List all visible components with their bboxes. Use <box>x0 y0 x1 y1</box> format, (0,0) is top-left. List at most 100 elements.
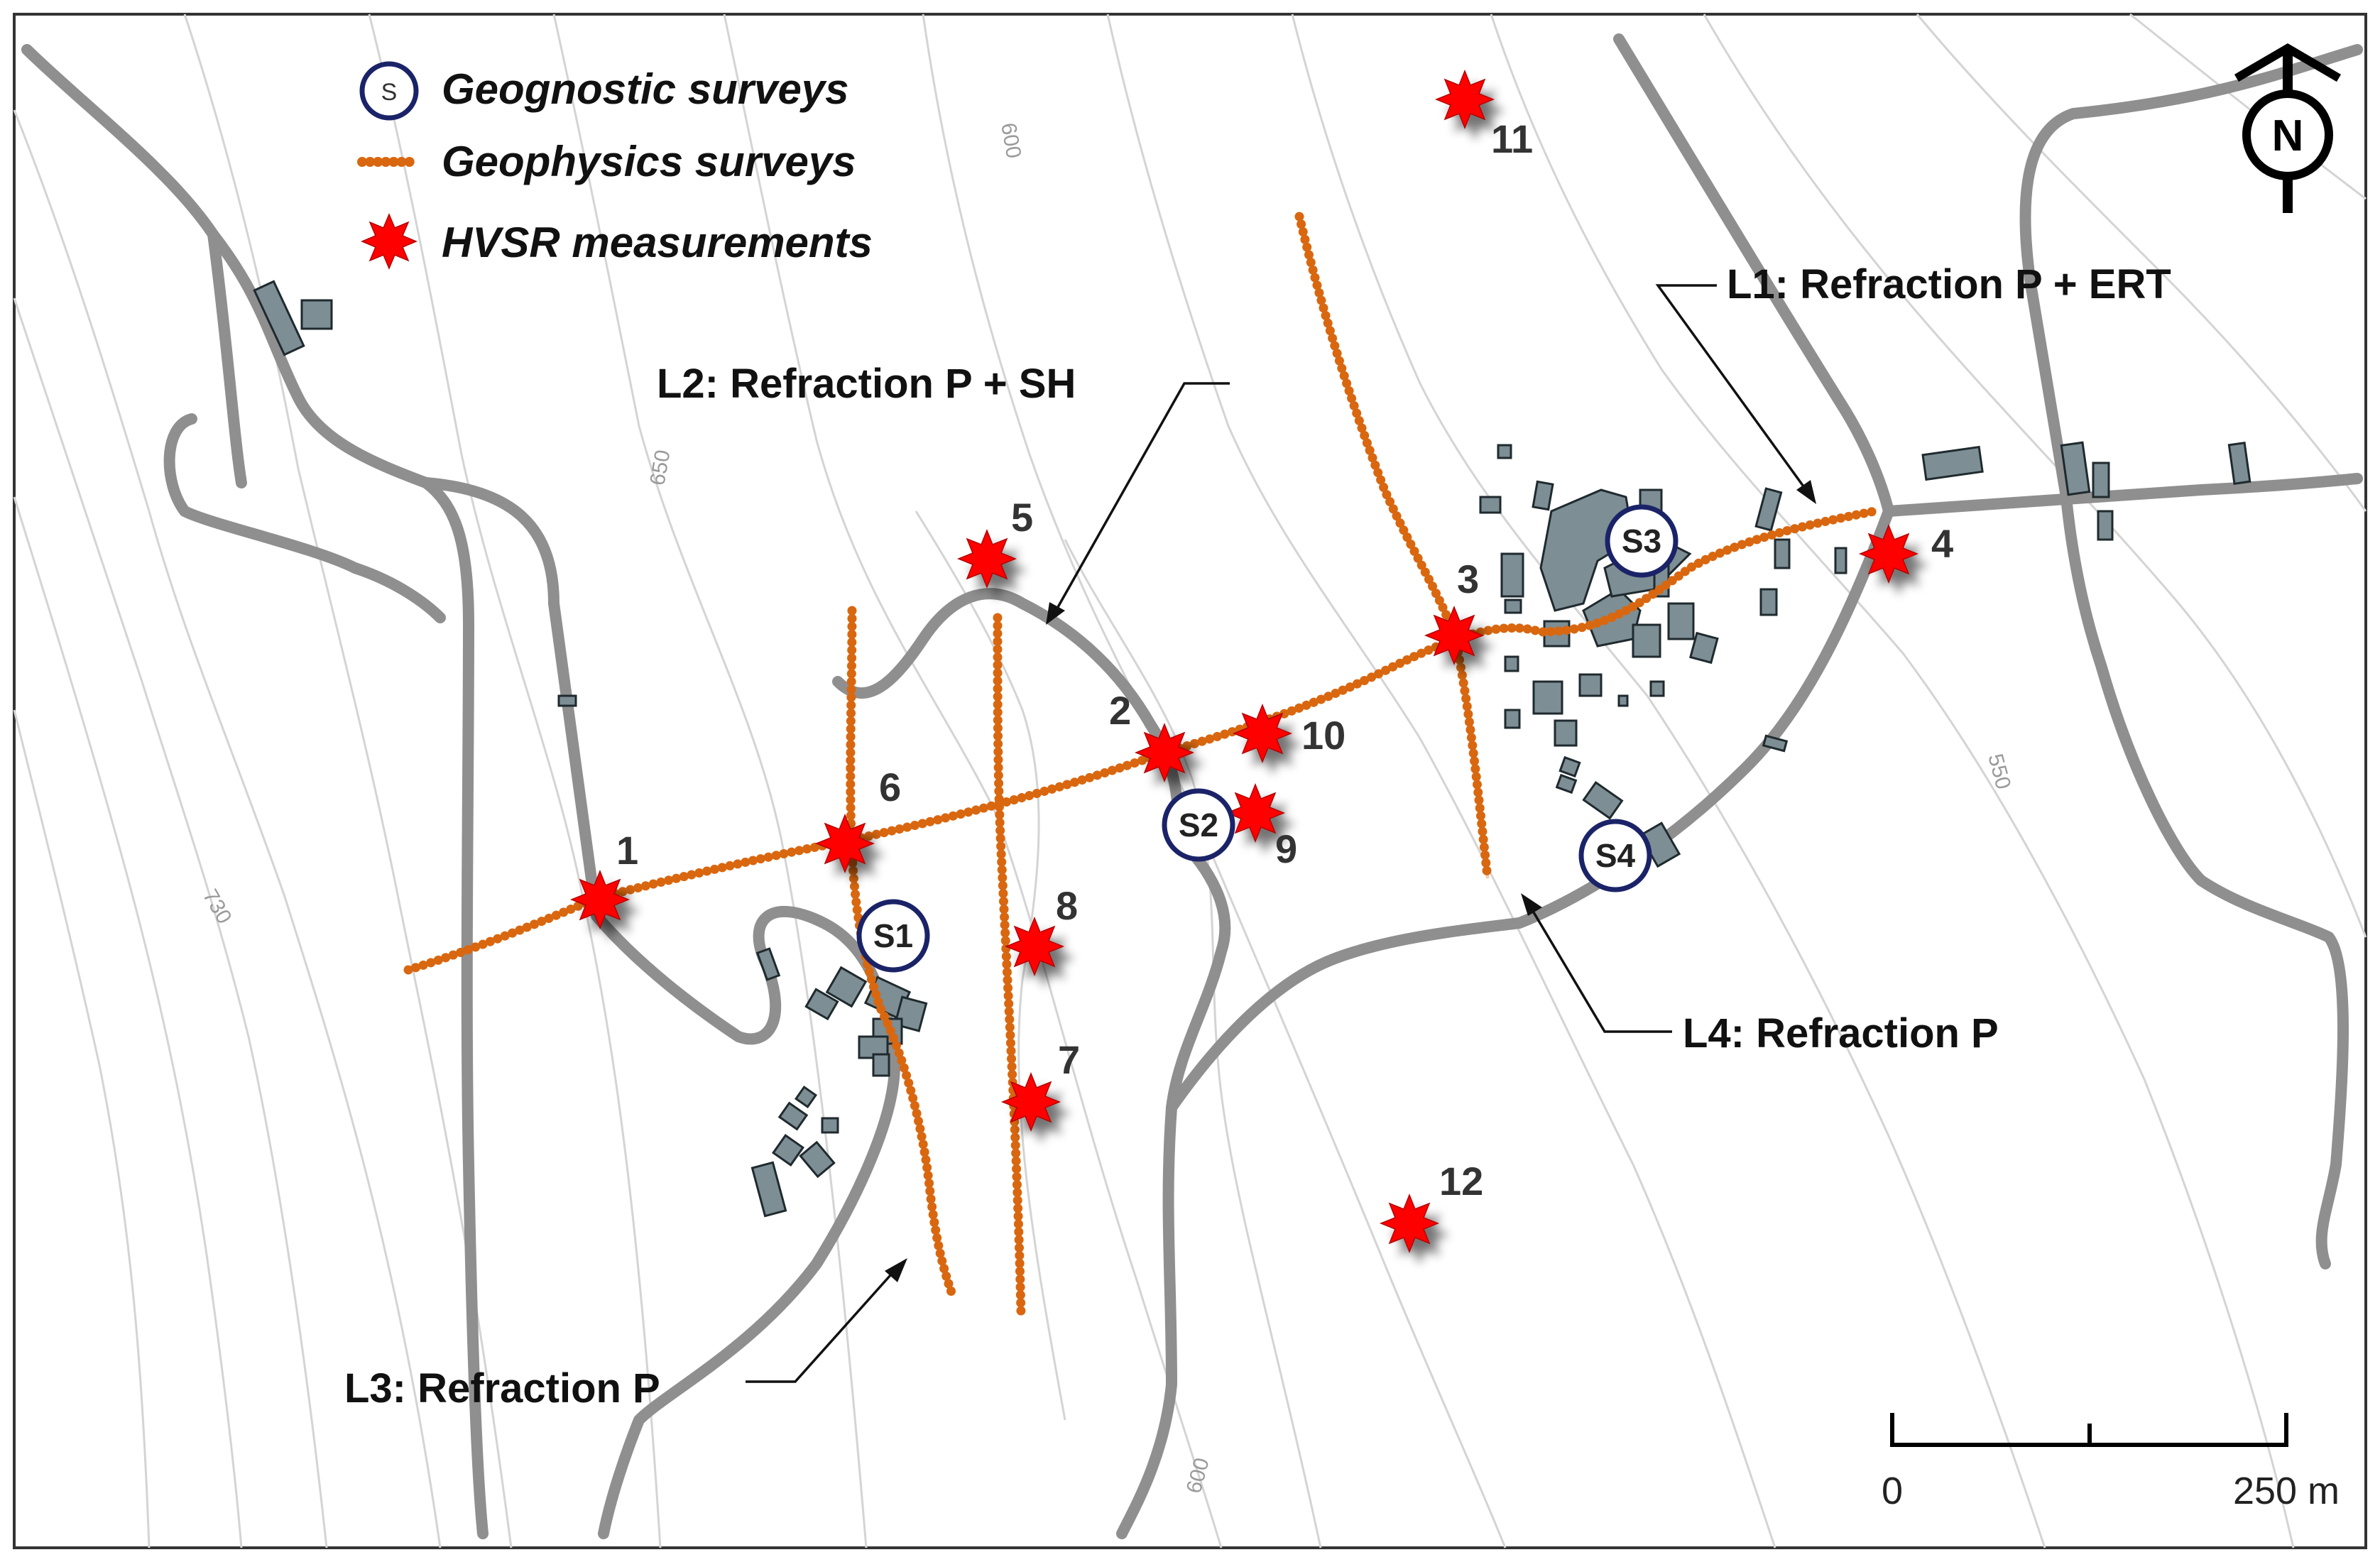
building <box>1667 602 1695 640</box>
building <box>1754 487 1783 532</box>
building <box>1649 680 1665 697</box>
hvsr-star-12 <box>1379 1193 1440 1254</box>
building <box>825 966 868 1008</box>
building <box>1504 709 1521 729</box>
building <box>1532 680 1563 715</box>
hvsr-star-9 <box>1225 782 1286 843</box>
hvsr-star-6 <box>814 813 875 874</box>
l1-leader <box>1655 284 1805 488</box>
building <box>2092 462 2110 498</box>
building <box>1921 445 1984 481</box>
buildings <box>253 280 2251 1218</box>
geophysics-lines <box>403 212 1879 1318</box>
geognostic-surveys: S1 S2 S3 S4 <box>856 504 1678 973</box>
l2-arrowhead <box>1046 602 1065 625</box>
hvsr-star-11 <box>1434 69 1495 130</box>
survey-circle-s3 <box>1605 504 1678 578</box>
building <box>1539 488 1634 612</box>
building <box>821 1117 839 1134</box>
legend-hvsr-label: HVSR measurements <box>442 219 873 266</box>
hvsr-star-5 <box>956 528 1017 589</box>
legend-geognostic-symbol <box>359 61 419 121</box>
building <box>1504 655 1519 672</box>
building <box>1774 538 1791 569</box>
l4-arrowhead <box>1521 893 1542 916</box>
hvsr-star-2 <box>1134 722 1195 783</box>
building <box>804 988 839 1021</box>
survey-label-s1: S1 <box>873 917 913 954</box>
hvsr-label-8: 8 <box>1056 883 1078 928</box>
hvsr-star-7 <box>1000 1071 1061 1132</box>
building <box>1504 599 1522 614</box>
north-arrow-label: N <box>2272 111 2304 160</box>
building <box>872 1053 890 1077</box>
survey-circle-s4 <box>1578 819 1652 892</box>
hvsr-label-9: 9 <box>1275 826 1297 871</box>
l1-arrowhead <box>1796 480 1816 504</box>
l3-arrowhead <box>885 1258 907 1282</box>
line-label-l1: L1: Refraction P + ERT <box>1727 261 2171 307</box>
hvsr-label-4: 4 <box>1931 521 1953 566</box>
building <box>253 280 305 356</box>
building <box>1582 781 1624 820</box>
building <box>1578 673 1603 697</box>
hvsr-stars <box>569 69 1919 1254</box>
building <box>1632 623 1661 658</box>
building <box>1497 444 1512 459</box>
hvsr-star-8 <box>1004 916 1065 977</box>
building <box>300 299 333 330</box>
survey-label-s2: S2 <box>1179 807 1218 843</box>
l4-leader <box>1532 912 1672 1033</box>
map-frame <box>13 13 2367 1549</box>
hvsr-label-12: 12 <box>1439 1159 1483 1203</box>
hvsr-label-1: 1 <box>616 828 638 873</box>
scale-bar-start: 0 <box>1882 1470 1903 1512</box>
hvsr-star-4 <box>1858 523 1919 584</box>
scale-bar-end: 250 m <box>2233 1470 2340 1512</box>
building <box>750 1161 787 1218</box>
legend-geognostic-label: Geognostic surveys <box>442 65 849 113</box>
hvsr-label-3: 3 <box>1457 557 1479 601</box>
building <box>1689 631 1719 665</box>
hvsr-label-11: 11 <box>1491 116 1533 161</box>
l2-leader <box>1057 382 1230 608</box>
building <box>1500 552 1524 598</box>
survey-label-s3: S3 <box>1622 523 1661 559</box>
building <box>557 694 577 707</box>
label-arrows <box>746 284 1816 1383</box>
line-label-l2: L2: Refraction P + SH <box>657 361 1076 407</box>
hvsr-star-10 <box>1232 703 1293 764</box>
building <box>1555 773 1578 794</box>
hvsr-label-10: 10 <box>1301 713 1345 758</box>
geophysics-line-l2 <box>1294 212 1492 882</box>
hvsr-labels: 1 2 3 4 5 6 7 8 9 10 11 12 <box>616 116 1953 1203</box>
building <box>1532 480 1554 511</box>
building <box>794 1085 818 1109</box>
geophysics-line-l4 <box>993 613 1026 1318</box>
line-label-l4: L4: Refraction P <box>1683 1010 1999 1056</box>
hvsr-star-1 <box>569 869 631 930</box>
building <box>1479 496 1502 514</box>
hvsr-label-6: 6 <box>879 765 901 809</box>
survey-label-s4: S4 <box>1595 837 1636 874</box>
north-arrow-head <box>2234 43 2342 82</box>
building <box>1554 719 1578 747</box>
north-arrow: N <box>2234 43 2342 213</box>
legend: S Geognostic surveys Geophysics surveys … <box>357 61 873 270</box>
legend-geognostic-letter: S <box>381 79 398 106</box>
hvsr-label-2: 2 <box>1109 688 1131 733</box>
legend-geophysics-label: Geophysics surveys <box>442 138 856 185</box>
survey-circle-s2 <box>1162 788 1235 862</box>
hvsr-star-3 <box>1424 605 1485 666</box>
building <box>2060 441 2091 496</box>
hvsr-label-5: 5 <box>1011 495 1033 540</box>
building <box>2227 442 2251 485</box>
building <box>1834 547 1847 574</box>
building <box>1559 755 1581 778</box>
building <box>799 1140 836 1179</box>
building <box>2097 510 2114 541</box>
survey-circle-s1 <box>856 899 930 973</box>
building <box>1762 734 1789 753</box>
geophysics-line-l3 <box>846 606 956 1297</box>
